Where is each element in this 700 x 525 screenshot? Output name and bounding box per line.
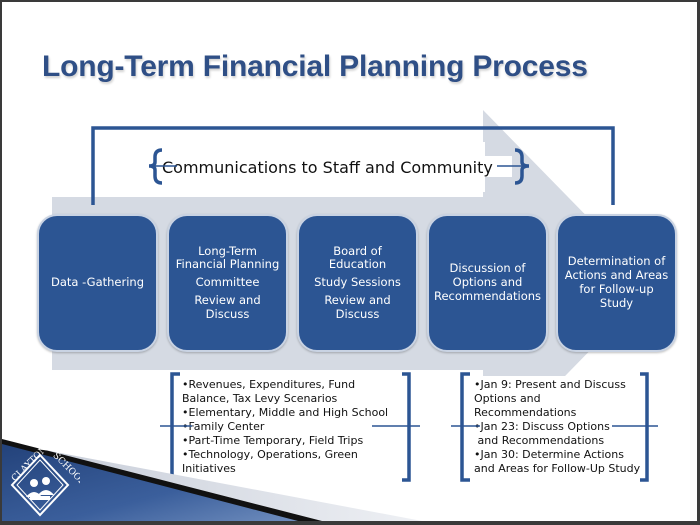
note-line: •Revenues, Expenditures, Fund bbox=[182, 378, 356, 391]
step-label: Data -Gathering bbox=[50, 275, 145, 290]
step-label: Discuss bbox=[205, 306, 250, 321]
step-label: Study Sessions bbox=[314, 275, 401, 290]
step-label: Discussion of bbox=[449, 261, 526, 276]
step-determination-actions: Determination of Actions and Areas for F… bbox=[556, 214, 677, 352]
step-ltfp-committee: Long-Term Financial Planning Committee R… bbox=[167, 214, 288, 352]
note-line: •Family Center bbox=[182, 420, 265, 433]
note-line: •Part-Time Temporary, Field Trips bbox=[182, 434, 364, 447]
note-line: •Technology, Operations, Green bbox=[182, 448, 358, 461]
schedule-notes: •Jan 9: Present and Discuss Options and … bbox=[472, 376, 652, 482]
step-label: Review and bbox=[324, 292, 391, 307]
note-line: Initiatives bbox=[182, 462, 236, 475]
step-label: Options and bbox=[452, 275, 523, 290]
note-line: Recommendations bbox=[474, 406, 577, 419]
step-board-study-sessions: Board of Education Study Sessions Review… bbox=[297, 214, 418, 352]
step-label: Actions and Areas bbox=[564, 268, 669, 283]
step-label: Discuss bbox=[335, 306, 380, 321]
clayton-schools-logo: CLAYTON SCHOOLS bbox=[10, 444, 80, 517]
step-label: Recommendations bbox=[433, 288, 542, 303]
note-line: •Jan 23: Discuss Options bbox=[474, 420, 610, 433]
step-label: Financial Planning bbox=[175, 257, 280, 272]
step-label: Education bbox=[328, 257, 387, 272]
step-data-gathering: Data -Gathering bbox=[37, 214, 158, 352]
data-gathering-notes: •Revenues, Expenditures, Fund Balance, T… bbox=[178, 376, 408, 482]
note-line: •Jan 30: Determine Actions bbox=[474, 448, 624, 461]
communications-label: Communications to Staff and Community bbox=[162, 156, 512, 177]
note-line: Balance, Tax Levy Scenarios bbox=[182, 392, 338, 405]
note-line: •Elementary, Middle and High School bbox=[182, 406, 389, 419]
step-label: for Follow-up bbox=[579, 282, 654, 296]
page-title: Long-Term Financial Planning Process bbox=[42, 50, 588, 83]
note-line: and Areas for Follow-Up Study bbox=[474, 462, 641, 475]
note-line: Options and bbox=[474, 392, 541, 405]
note-line: •Jan 9: Present and Discuss bbox=[474, 378, 626, 391]
step-label: Study bbox=[599, 295, 634, 310]
step-discussion-options: Discussion of Options and Recommendation… bbox=[427, 214, 548, 352]
step-label: Long-Term bbox=[198, 243, 257, 258]
step-label: Determination of bbox=[567, 254, 666, 269]
step-label: Review and bbox=[194, 292, 261, 307]
note-line: and Recommendations bbox=[474, 434, 605, 447]
step-label: Committee bbox=[195, 275, 260, 290]
step-label: Board of bbox=[333, 243, 382, 258]
